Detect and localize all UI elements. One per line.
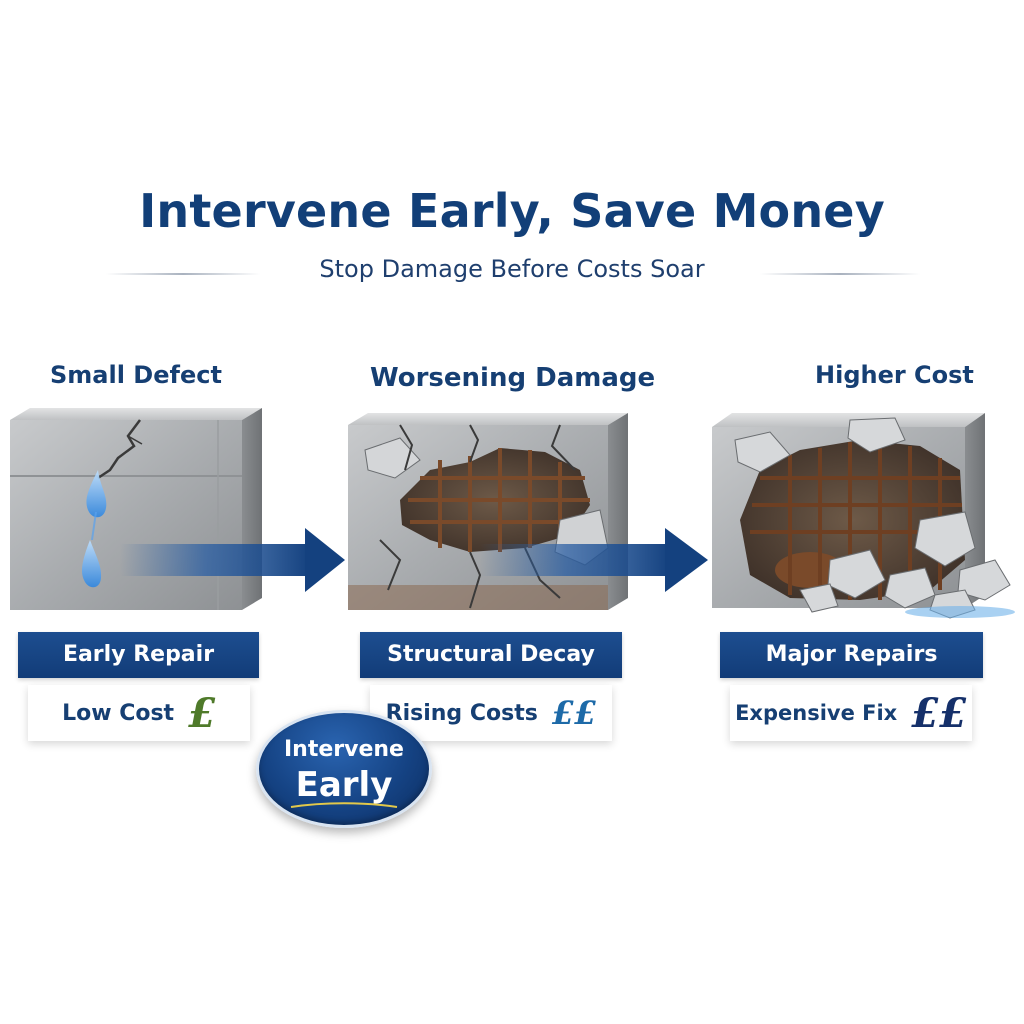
stage-title-small-defect: Small Defect [50,361,222,389]
page-subtitle: Stop Damage Before Costs Soar [319,255,705,283]
block-worsening-damage [348,413,628,610]
concrete-damage-illustration [10,408,1015,725]
arrow-stage1-to-stage2 [120,528,345,592]
pound-rising-icon: ££ [551,694,597,732]
cost-text-rising: Rising Costs [385,700,538,726]
pound-icon: £ [188,689,216,737]
pound-expensive-icon: ££ [911,689,967,737]
block-higher-cost [712,413,1015,619]
cost-box-low: Low Cost £ [28,685,250,741]
intervene-early-badge: Intervene Early [256,710,432,828]
badge-swoosh-icon [290,802,398,808]
badge-line-1: Intervene [284,737,404,762]
cost-text-low: Low Cost [62,700,175,726]
label-structural-decay: Structural Decay [360,632,622,678]
block-small-defect [10,408,262,610]
cost-box-expensive: Expensive Fix ££ [730,685,972,741]
arrow-stage2-to-stage3 [480,528,708,592]
cost-text-expensive: Expensive Fix [735,701,898,725]
stage-title-higher-cost: Higher Cost [815,361,974,389]
badge-line-2: Early [295,765,393,805]
label-major-repairs: Major Repairs [720,632,983,678]
page-title: Intervene Early, Save Money [139,184,885,238]
subtitle-rule-left [106,273,260,275]
stage-title-worsening-damage: Worsening Damage [370,363,656,393]
subtitle-rule-right [760,273,920,275]
label-early-repair: Early Repair [18,632,259,678]
